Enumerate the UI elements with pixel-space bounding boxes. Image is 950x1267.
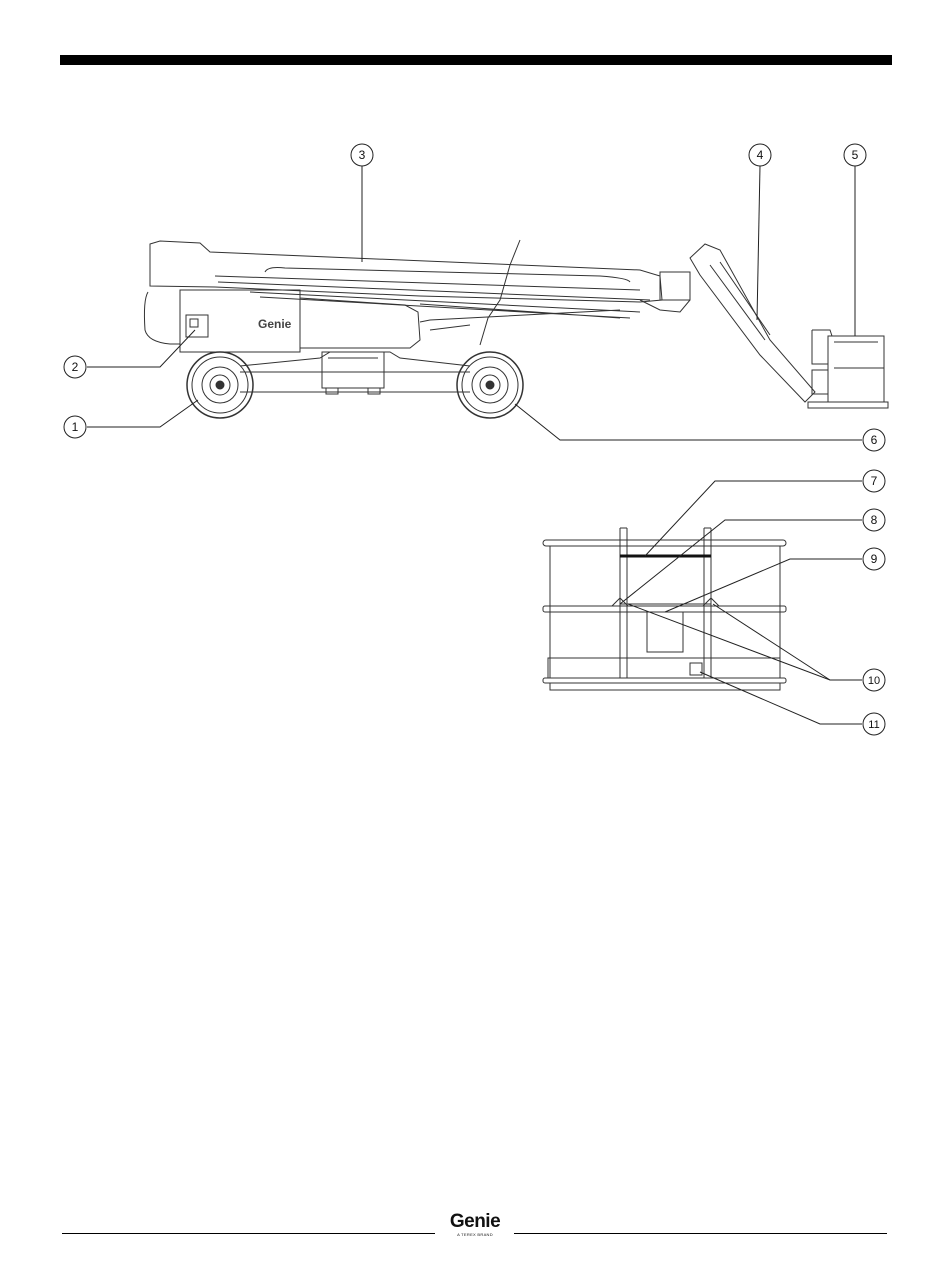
wheel-right [457, 352, 523, 418]
ground-controls-inner [190, 319, 198, 327]
callout-1: 1 [64, 416, 86, 438]
callout-6: 6 [863, 429, 885, 451]
mid-rail [543, 606, 786, 612]
leader-10a [628, 604, 862, 680]
svg-text:5: 5 [852, 148, 859, 162]
leader-1 [87, 400, 198, 427]
svg-text:11: 11 [868, 719, 879, 731]
ground-controls-box [186, 315, 208, 337]
jib-joint [660, 272, 690, 300]
machine-side-view [144, 240, 888, 418]
wheel-left [187, 352, 253, 418]
leader-6 [515, 404, 862, 440]
svg-text:7: 7 [871, 474, 878, 488]
drive-chassis-foot-right [368, 388, 380, 394]
genie-logo: Genie A TEREX BRAND [440, 1212, 510, 1237]
svg-text:6: 6 [871, 433, 878, 447]
logo-subtext: A TEREX BRAND [440, 1232, 510, 1237]
leader-lines [87, 166, 862, 724]
leader-4 [757, 166, 760, 320]
platform-side [808, 330, 888, 408]
callout-5: 5 [844, 144, 866, 166]
svg-text:8: 8 [871, 513, 878, 527]
svg-text:10: 10 [868, 675, 880, 687]
callout-4: 4 [749, 144, 771, 166]
platform-control-box [812, 370, 828, 394]
ac-outlet [690, 663, 702, 675]
callout-3: 3 [351, 144, 373, 166]
machine-decal: Genie [258, 317, 292, 331]
callout-7: 7 [863, 470, 885, 492]
platform-floor [543, 678, 786, 683]
drive-chassis-box [322, 352, 384, 388]
callout-8: 8 [863, 509, 885, 531]
turntable-end [144, 292, 180, 344]
leader-7 [645, 481, 862, 556]
leader-2 [87, 330, 195, 367]
control-console [620, 556, 711, 604]
leader-10b [713, 604, 830, 680]
platform-base [550, 683, 780, 690]
footer-rule-right [514, 1233, 887, 1234]
callout-11: 11 [863, 713, 885, 735]
svg-text:4: 4 [757, 148, 764, 162]
drive-chassis-foot-left [326, 388, 338, 394]
svg-text:3: 3 [359, 148, 366, 162]
callout-9: 9 [863, 548, 885, 570]
footer-rule-left [62, 1233, 435, 1234]
top-rail [543, 540, 786, 546]
svg-text:1: 1 [72, 420, 79, 434]
callout-2: 2 [64, 356, 86, 378]
svg-text:2: 2 [72, 360, 79, 374]
platform-front-view [543, 528, 786, 690]
leader-8 [620, 520, 862, 604]
callout-10: 10 [863, 669, 885, 691]
svg-text:9: 9 [871, 552, 878, 566]
logo-wordmark: Genie [440, 1212, 510, 1232]
toe-board [548, 658, 780, 678]
boom-break-line [480, 240, 520, 345]
boom-strut [420, 310, 620, 330]
